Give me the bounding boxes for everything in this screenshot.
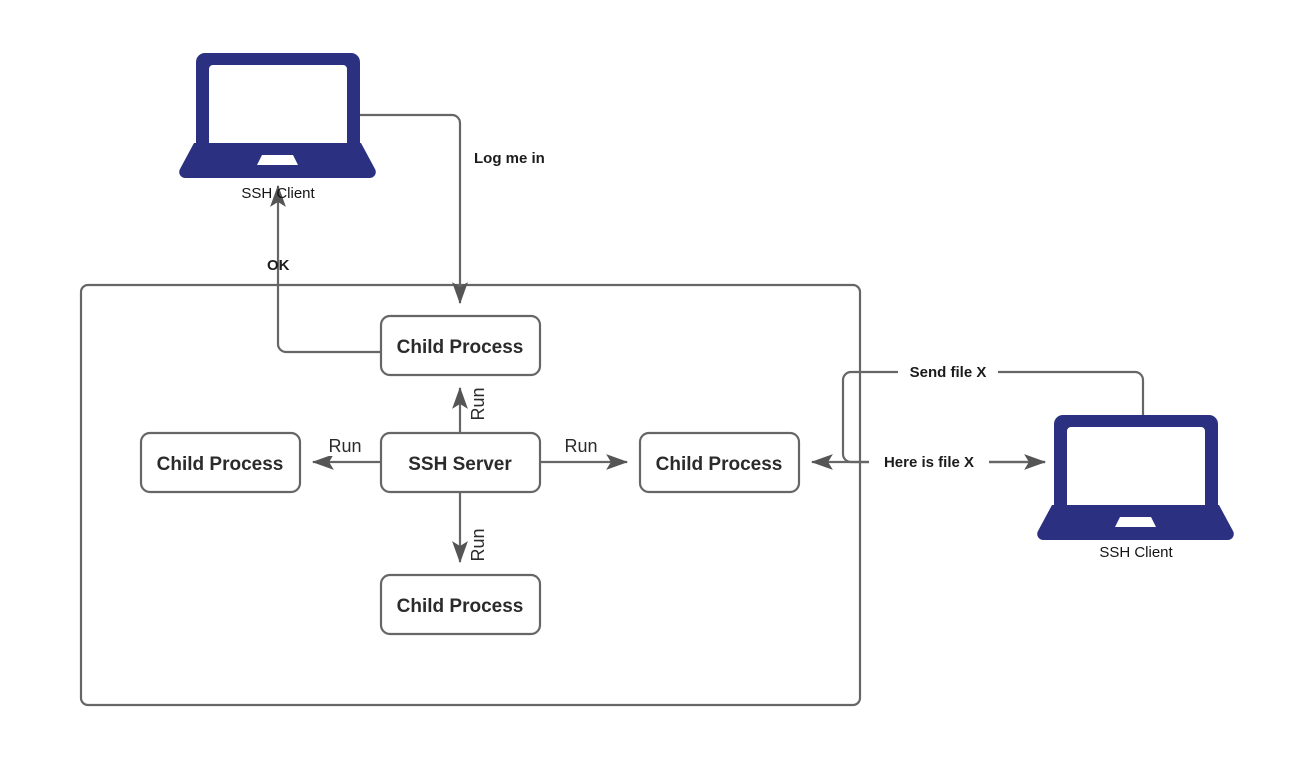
caption-ssh-client-right: SSH Client	[1099, 544, 1173, 561]
edge-label-run-left-halo	[322, 434, 368, 456]
edge-label-run-up: Run	[468, 387, 488, 420]
edge-label-run-up-text: Run	[468, 387, 488, 420]
child-process-left-label: Child Process	[157, 454, 284, 475]
ssh-server-box[interactable]	[379, 431, 542, 494]
edge-label-log-me-in-text: Log me in	[474, 150, 545, 167]
laptop-icon-ssh-client-top	[179, 53, 376, 178]
connector-ok	[270, 184, 381, 354]
laptop-icon-ssh-client-right	[1037, 415, 1234, 540]
edge-label-ok-text: OK	[267, 257, 290, 274]
edge-label-run-left-text: Run	[328, 436, 361, 456]
edge-label-here-is-file-x-halo	[869, 450, 989, 472]
child-process-right-label: Child Process	[656, 454, 783, 475]
ssh-server-label: SSH Server	[408, 454, 512, 475]
edge-label-log-me-in: Log me in	[474, 150, 545, 167]
child-process-bottom-box[interactable]	[379, 573, 542, 636]
edge-label-run-right: Run	[558, 434, 604, 456]
edge-label-send-file-x-halo	[898, 360, 998, 382]
connector-log-me-in	[360, 113, 468, 305]
node-ssh-server[interactable]: SSH Server	[379, 431, 542, 494]
child-process-right-box[interactable]	[638, 431, 801, 494]
ssh-server-host-boundary	[79, 283, 862, 707]
child-process-left-box[interactable]	[139, 431, 302, 494]
edge-label-here-is-file-x: Here is file X	[869, 450, 989, 472]
child-process-top-box[interactable]	[379, 314, 542, 377]
edge-label-send-file-x: Send file X	[898, 360, 998, 382]
edge-label-run-right-text: Run	[564, 436, 597, 456]
edge-label-run-left: Run	[322, 434, 368, 456]
node-child-process-right[interactable]: Child Process	[638, 431, 801, 494]
child-process-bottom-label: Child Process	[397, 596, 524, 617]
edge-label-run-right-halo	[558, 434, 604, 456]
edge-label-ok: OK	[267, 257, 290, 274]
child-process-top-label: Child Process	[397, 337, 524, 358]
edge-label-run-down: Run	[468, 528, 488, 561]
node-child-process-top[interactable]: Child Process	[379, 314, 542, 377]
connector-send-file-x	[841, 370, 1145, 464]
edge-label-run-down-text: Run	[468, 528, 488, 561]
caption-ssh-client-top: SSH Client	[241, 185, 315, 202]
edge-label-send-file-x-text: Send file X	[910, 364, 987, 381]
node-child-process-left[interactable]: Child Process	[139, 431, 302, 494]
edge-label-here-is-file-x-text: Here is file X	[884, 454, 974, 471]
node-child-process-bottom[interactable]: Child Process	[379, 573, 542, 636]
